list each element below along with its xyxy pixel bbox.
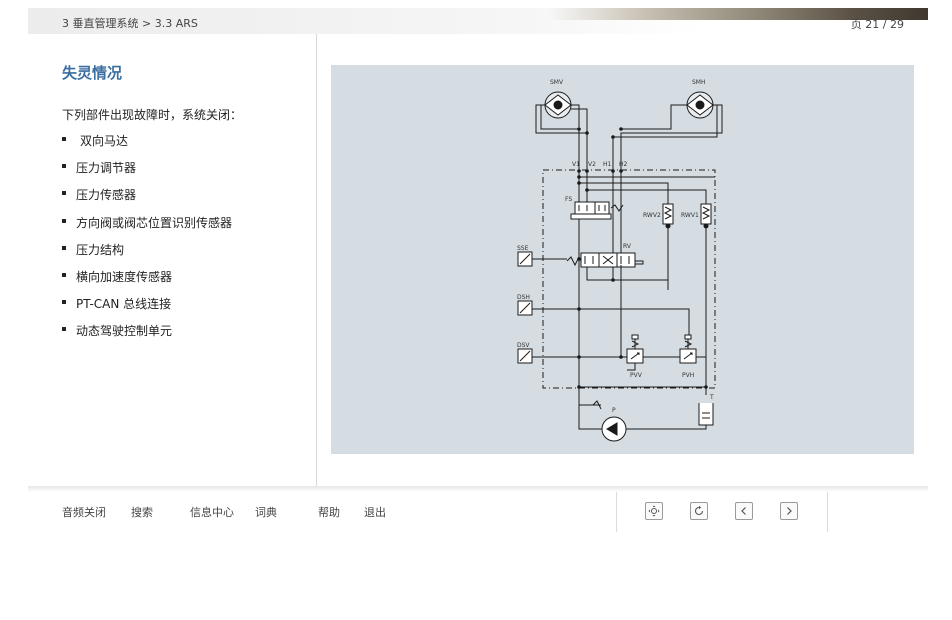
list-item: 压力结构 (62, 241, 232, 268)
label-h1: H1 (603, 161, 612, 168)
reload-icon (694, 505, 704, 516)
next-page-button[interactable] (780, 502, 798, 520)
list-item: 压力调节器 (62, 159, 232, 186)
footer-divider (827, 492, 828, 532)
sse-sensor-icon (517, 251, 533, 267)
list-item: 方向阀或阀芯位置识别传感器 (62, 214, 232, 241)
overview-button[interactable] (645, 502, 663, 520)
dsv-sensor-icon (517, 348, 533, 364)
header-photo-strip (548, 8, 928, 20)
pump-icon (601, 416, 627, 442)
page-title: 失灵情况 (62, 64, 123, 82)
breadcrumb: 3 垂直管理系统 > 3.3 ARS (62, 17, 198, 30)
label-pvh: PVH (682, 372, 694, 379)
label-h2: H2 (619, 161, 628, 168)
tank-icon (698, 403, 714, 426)
label-v2: V2 (588, 161, 596, 168)
info-center-link[interactable]: 信息中心 (190, 506, 234, 519)
bullet-icon (62, 137, 66, 141)
hydraulic-diagram: SMV SMH V1 V2 H1 H2 FS (331, 65, 914, 454)
fs-valve-icon (570, 201, 624, 220)
list-item: PT-CAN 总线连接 (62, 295, 232, 322)
junction-dots (577, 127, 708, 389)
previous-icon (741, 507, 746, 515)
label-sse: SSE (517, 245, 529, 252)
bullet-icon (62, 191, 66, 196)
label-rwv1: RWV1 (681, 212, 699, 219)
help-link[interactable]: 帮助 (318, 506, 340, 519)
label-dsh: DSH (517, 294, 530, 301)
label-dsv: DSV (517, 342, 530, 349)
rwv2-valve-icon (662, 203, 674, 229)
next-icon (787, 507, 792, 515)
label-v1: V1 (572, 161, 580, 168)
audio-off-link[interactable]: 音频关闭 (62, 506, 106, 519)
bullet-icon (62, 300, 66, 305)
hydraulic-schematic: SMV SMH V1 V2 H1 H2 FS (517, 79, 723, 442)
bullet-icon (62, 245, 66, 250)
bullet-icon (62, 327, 66, 332)
list-item: 动态驾驶控制单元 (62, 322, 232, 349)
bullet-icon (62, 164, 66, 169)
header-bar (28, 8, 928, 34)
label-smh: SMH (692, 79, 706, 86)
label-smv: SMV (550, 79, 564, 86)
list-item: 压力传感器 (62, 186, 232, 213)
label-rwv2: RWV2 (643, 212, 661, 219)
pvh-valve-icon (679, 334, 697, 364)
glossary-link[interactable]: 词典 (255, 506, 277, 519)
smv-motor-icon (544, 91, 572, 119)
overview-icon (648, 505, 660, 517)
intro-text: 下列部件出现故障时，系统关闭： (62, 108, 243, 122)
reload-button[interactable] (690, 502, 708, 520)
label-t: T (709, 394, 714, 401)
exit-link[interactable]: 退出 (364, 506, 386, 519)
panel-divider (316, 34, 317, 488)
dsh-sensor-icon (517, 300, 533, 316)
label-fs: FS (565, 196, 572, 203)
previous-page-button[interactable] (735, 502, 753, 520)
footer-bar (28, 486, 928, 492)
label-p: P (612, 407, 616, 414)
label-rv: RV (623, 243, 632, 250)
smh-motor-icon (686, 91, 714, 119)
pvv-valve-icon (626, 334, 644, 364)
bullet-icon (62, 218, 66, 223)
rwv1-valve-icon (700, 203, 712, 229)
label-pvv: PVV (630, 372, 643, 379)
search-link[interactable]: 搜索 (131, 506, 153, 519)
list-item: 双向马达 (62, 132, 232, 159)
page-indicator: 页 21 / 29 (850, 18, 904, 31)
failure-list: 双向马达 压力调节器 压力传感器 方向阀或阀芯位置识别传感器 压力结构 横向加速… (62, 132, 232, 350)
bullet-icon (62, 272, 66, 277)
list-item: 横向加速度传感器 (62, 268, 232, 295)
footer-divider (616, 492, 617, 532)
